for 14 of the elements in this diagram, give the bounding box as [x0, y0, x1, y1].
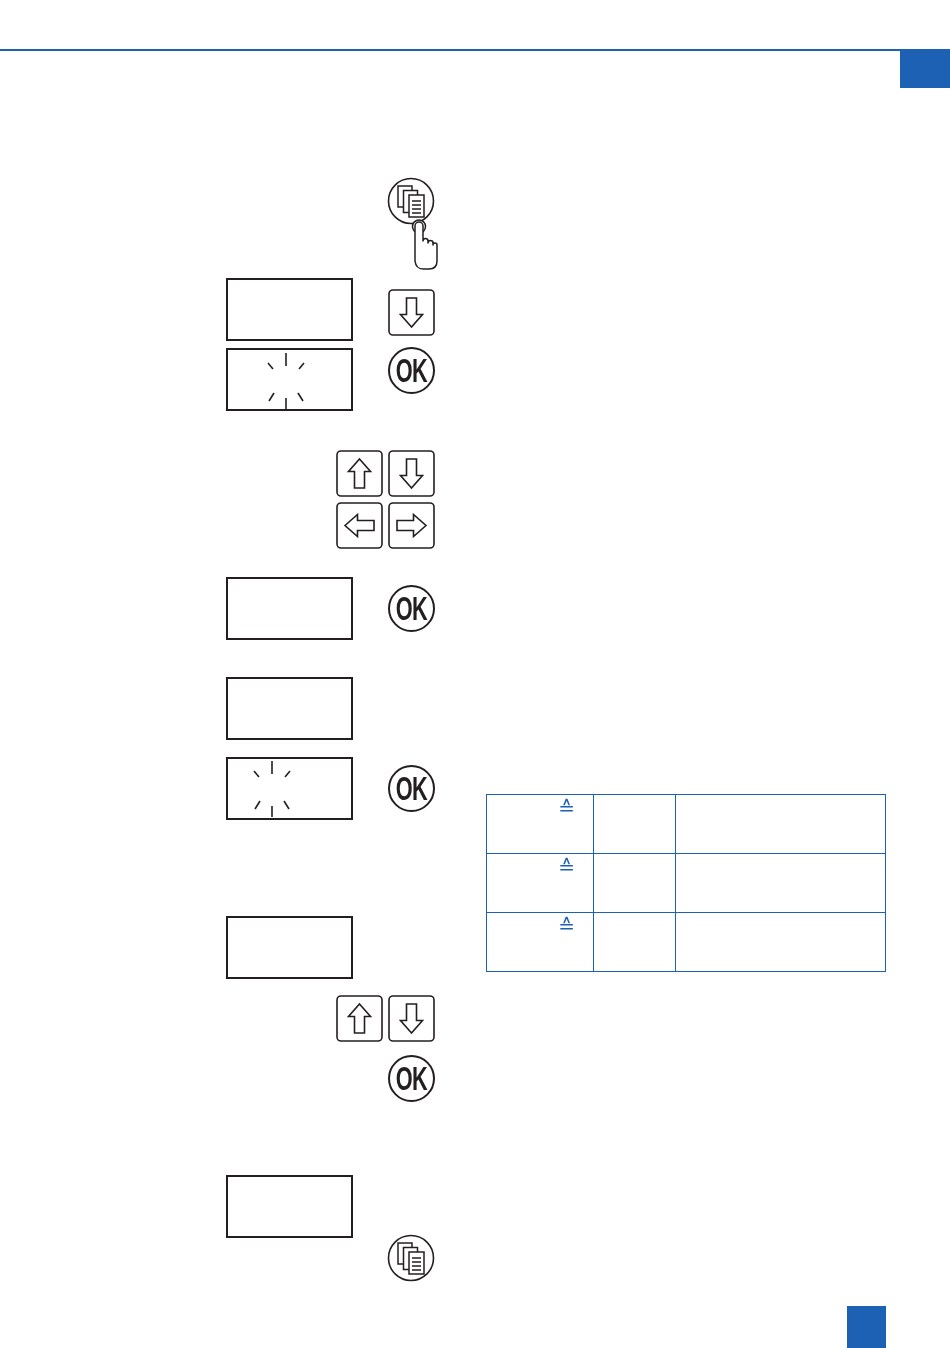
ok-button: OK — [387, 764, 435, 812]
display-frame — [226, 1175, 353, 1238]
display-frame — [226, 278, 353, 341]
display-frame — [226, 348, 353, 411]
corresponds-to-sign: ≙ — [558, 915, 575, 937]
ok-button: OK — [387, 346, 435, 394]
display-frame — [226, 577, 353, 640]
display-frame — [226, 757, 353, 820]
corresponds-to-sign: ≙ — [558, 856, 575, 878]
corresponds-to-sign: ≙ — [558, 797, 575, 819]
ok-button: OK — [387, 584, 435, 632]
display-frame — [226, 677, 353, 740]
ok-button: OK — [387, 1054, 435, 1102]
display-frame — [226, 916, 353, 979]
